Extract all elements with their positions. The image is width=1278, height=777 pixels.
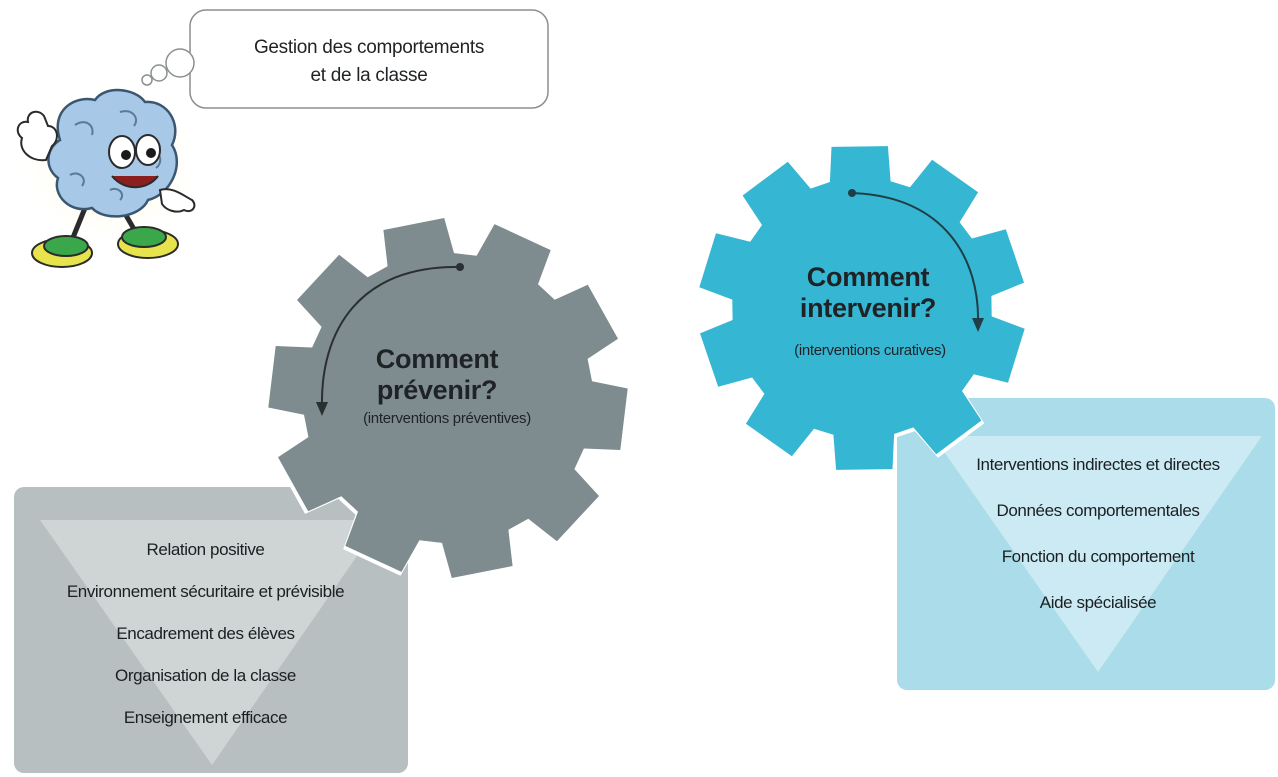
curative-item: Données comportementales xyxy=(996,501,1200,520)
gear-left-body xyxy=(268,218,628,578)
gear-prevent xyxy=(264,214,632,582)
thought-bubble-text: Gestion des comportements et de la class… xyxy=(190,34,548,90)
curative-funnel xyxy=(933,436,1262,672)
gear-prevent-title-line2: prévenir? xyxy=(376,375,498,405)
rotation-arrow-prevent xyxy=(316,263,464,416)
curative-item: Interventions indirectes et directes xyxy=(976,455,1220,474)
gear-prevent-subtitle: (interventions préventives) xyxy=(363,410,531,427)
gear-intervene-title: Comment intervenir? xyxy=(778,262,958,324)
curative-item: Fonction du comportement xyxy=(1001,547,1195,566)
preventive-item: Environnement sécuritaire et prévisible xyxy=(66,582,345,601)
curative-list: Interventions indirectes et directes Don… xyxy=(928,448,1268,632)
gear-intervene-subtitle: (interventions curatives) xyxy=(794,342,946,359)
curative-item: Aide spécialisée xyxy=(1039,593,1157,612)
gear-prevent-title: Comment prévenir? xyxy=(352,344,522,406)
preventive-list: Relation positive Environnement sécurita… xyxy=(18,534,393,744)
rotation-arrow-intervene xyxy=(848,189,984,332)
preventive-item: Relation positive xyxy=(146,540,265,559)
thought-bubble-line2: et de la classe xyxy=(310,65,428,86)
preventive-item: Encadrement des élèves xyxy=(116,624,295,643)
gear-intervene-title-line2: intervenir? xyxy=(799,293,937,323)
preventive-item: Organisation de la classe xyxy=(115,666,296,685)
gear-intervene-title-line1: Comment xyxy=(806,262,930,292)
gear-prevent-title-line1: Comment xyxy=(375,344,499,374)
preventive-item: Enseignement efficace xyxy=(123,708,288,727)
preventive-funnel xyxy=(40,520,382,765)
thought-bubble-line1: Gestion des comportements xyxy=(253,37,485,58)
